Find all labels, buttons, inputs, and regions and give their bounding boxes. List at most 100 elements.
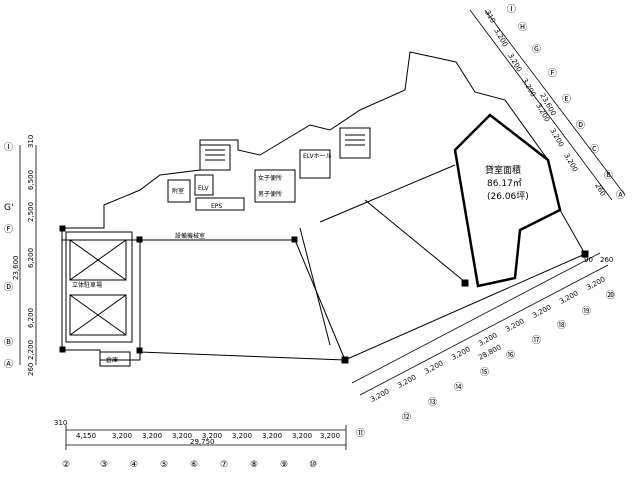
leased-area-tsubo: (26.06坪) (487, 191, 529, 202)
elevator-box (194, 174, 214, 196)
axis-label: ⑥ (190, 460, 198, 470)
axis-label: Ⓓ (576, 120, 585, 131)
dim-text: 6,200 (27, 248, 35, 268)
dim-text: 3,200 (506, 52, 523, 73)
axis-label: ⑪ (356, 428, 365, 439)
building-outline (61, 51, 586, 361)
dim-text: 3,200 (423, 359, 444, 375)
dim-text: 3,200 (202, 432, 222, 440)
axis-label: Ⓐ (4, 359, 13, 370)
dim-text: 3,200 (585, 275, 606, 291)
dim-text: 3,200 (504, 317, 525, 333)
dim-text: 3,200 (369, 387, 390, 403)
dim-total: 29,750 (190, 438, 215, 446)
dim-text: 3,200 (396, 373, 417, 389)
leased-area-sqm: 86.17㎡ (487, 178, 522, 189)
dim-text: 3,200 (450, 345, 471, 361)
axis-label: Ⓕ (4, 224, 13, 235)
left-dimensions: Ⓘ G' Ⓕ Ⓓ Ⓑ Ⓐ 310 6,500 2,500 6,200 6,200… (4, 135, 35, 376)
dim-text: 6,500 (27, 170, 35, 190)
wall (319, 164, 456, 223)
dim-text: 3,200 (520, 77, 537, 98)
axis-label: ② (62, 460, 70, 470)
diag-offset: 90 (584, 256, 593, 264)
warehouse-room (99, 351, 131, 367)
dim-text: 3,200 (558, 289, 579, 305)
annex-room (167, 179, 191, 203)
room-label-womens-wc: 女子便所 (258, 174, 282, 182)
wall (364, 199, 466, 283)
axis-label: Ⓖ (532, 44, 541, 55)
room-label-parking: 立体駐車場 (72, 281, 102, 289)
parking-bay (69, 239, 127, 281)
eps-room (195, 197, 245, 211)
room-label-elv-hall: ELVホール (303, 153, 332, 160)
dim-text: 3,200 (142, 432, 162, 440)
dim-text: 3,200 (112, 432, 132, 440)
dim-text: 310 (483, 9, 497, 25)
dim-text: 3,200 (262, 432, 282, 440)
axis-label: Ⓑ (4, 337, 13, 348)
dim-text: 3,200 (172, 432, 192, 440)
room-label-warehouse: 倉庫 (106, 356, 118, 364)
elv-hall (299, 149, 331, 179)
axis-label: Ⓕ (548, 68, 557, 79)
dim-text: 3,200 (548, 127, 565, 148)
dim-text: 4,150 (76, 432, 96, 440)
axis-label: ④ (130, 460, 138, 470)
axis-label: ⑭ (454, 382, 463, 393)
axis-label: ⑱ (557, 320, 566, 331)
axis-label: ⑫ (402, 412, 411, 423)
axis-label: ⑨ (280, 460, 288, 470)
wall (294, 239, 346, 361)
dim-text: 3,200 (232, 432, 252, 440)
axis-label: Ⓘ (4, 142, 13, 153)
axis-label: Ⓘ (507, 4, 516, 15)
axis-label: ⑤ (160, 460, 168, 470)
bottom-offset: 310 (54, 419, 67, 427)
leased-area-label: 貸室面積 86.17㎡ (26.06坪) (485, 164, 529, 202)
dim-text: 2,200 (27, 340, 35, 360)
room-label-eps: EPS (211, 203, 222, 210)
axis-label: ⑯ (506, 350, 515, 361)
axis-label: ⑰ (532, 335, 541, 346)
axis-label: Ⓓ (4, 282, 13, 293)
axis-label: Ⓑ (604, 170, 613, 181)
dim-text: 310 (27, 135, 35, 148)
room-labels: 立体駐車場 EPS ELV 附室 ELVホール 倉庫 設備機械室 男子便所 女子… (72, 153, 332, 364)
bottom-dimensions: 310 4,150 3,200 3,200 3,200 3,200 3,200 … (54, 419, 340, 470)
axis-label: ③ (100, 460, 108, 470)
diag-end: 260 (600, 256, 613, 264)
dim-text: 3,200 (320, 432, 340, 440)
parking-room (65, 231, 133, 343)
room-label-annex: 附室 (172, 187, 184, 195)
axis-label: ⑩ (309, 460, 317, 470)
dim-total: 23,600 (12, 256, 20, 281)
parking-bay (69, 294, 127, 336)
stair (199, 144, 231, 171)
dim-text: 6,200 (27, 308, 35, 328)
stair-2 (339, 127, 371, 159)
room-label-mens-wc: 男子便所 (258, 190, 282, 198)
axis-label: ⑳ (606, 290, 615, 301)
dim-text: 3,200 (531, 303, 552, 319)
room-label-equipment: 設備機械室 (175, 232, 205, 240)
dim-text: 3,200 (292, 432, 312, 440)
axis-label: G' (4, 203, 13, 213)
room-label-elv: ELV (198, 185, 209, 192)
ur-offset: 260 (593, 182, 607, 198)
dim-text: 3,200 (562, 152, 579, 173)
axis-label: ⑬ (428, 397, 437, 408)
axis-label: ⑦ (220, 460, 228, 470)
axis-label: ⑮ (480, 367, 489, 378)
wall (299, 227, 331, 346)
axis-label: Ⓔ (562, 94, 571, 105)
left-offset: 260 (27, 363, 35, 376)
leased-area-room (453, 113, 562, 288)
axis-label: Ⓒ (590, 144, 599, 155)
leased-area-title: 貸室面積 (485, 164, 521, 176)
wc-room (254, 169, 296, 203)
axis-label: ⑧ (250, 460, 258, 470)
dim-text: 3,200 (492, 27, 509, 48)
